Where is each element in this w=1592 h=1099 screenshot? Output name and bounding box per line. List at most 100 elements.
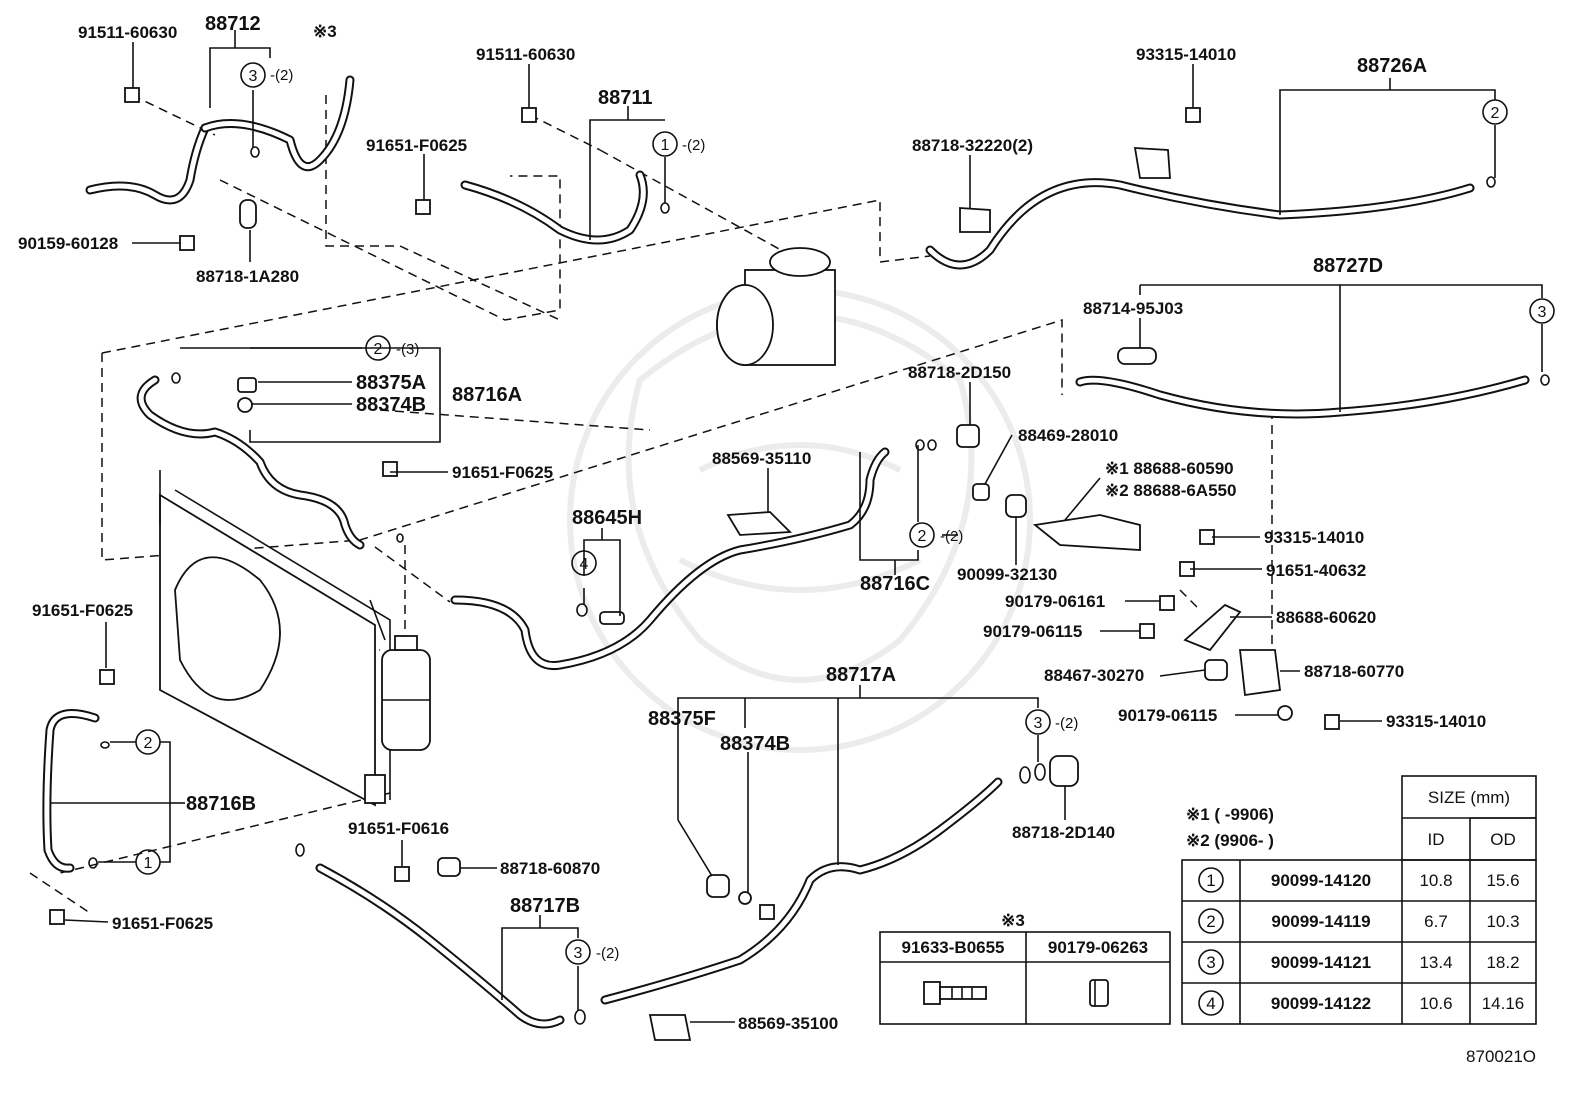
callout-3-88717B: 3: [565, 939, 591, 965]
label-91651-F0625-d: 91651-F0625: [112, 914, 213, 933]
label-88718-2D150: 88718-2D150: [908, 363, 1011, 382]
svg-text:13.4: 13.4: [1419, 953, 1452, 972]
svg-text:2: 2: [144, 735, 153, 752]
leader-lines: [50, 30, 1543, 1023]
label-91651-F0625-c: 91651-F0625: [32, 601, 133, 620]
callout-1-88716B: 1: [135, 849, 161, 875]
pipes: [42, 75, 1530, 1029]
label-note3-a: ※3: [313, 22, 337, 41]
svg-text:2: 2: [918, 528, 927, 545]
label-90179-06115-a: 90179-06115: [983, 622, 1082, 641]
label-88718-1A280: 88718-1A280: [196, 267, 299, 286]
note3-col1: 91633-B0655: [901, 938, 1004, 957]
part-labels: 91511-60630 88712 ※3 90159-60128 88718-1…: [18, 13, 1486, 1033]
label-88727D: 88727D: [1313, 255, 1383, 277]
svg-text:90099-14120: 90099-14120: [1271, 871, 1371, 890]
callout-3-88712: 3: [240, 62, 266, 88]
label-91651-F0625-a: 91651-F0625: [366, 136, 467, 155]
label-88718-32220: 88718-32220(2): [912, 136, 1033, 155]
svg-text:2: 2: [1491, 105, 1500, 122]
size-table-id-label: ID: [1428, 830, 1445, 849]
qty-88712: -(2): [270, 67, 293, 84]
svg-text:4: 4: [1206, 994, 1215, 1013]
callout-2-88716C: 2: [909, 522, 935, 548]
label-88645H: 88645H: [572, 507, 642, 529]
label-91511-60630-b: 91511-60630: [476, 45, 575, 64]
label-88375A: 88375A: [356, 372, 426, 394]
label-90179-06115-b: 90179-06115: [1118, 706, 1217, 725]
size-table-row: 1 90099-14120 10.8 15.6: [1198, 867, 1520, 893]
size-table-od-label: OD: [1490, 830, 1516, 849]
label-88711: 88711: [598, 87, 653, 109]
label-88374B-b: 88374B: [720, 733, 790, 755]
size-table-row: 3 90099-14121 13.4 18.2: [1198, 949, 1520, 975]
svg-text:1: 1: [144, 855, 153, 872]
label-88469-28010: 88469-28010: [1018, 426, 1118, 445]
svg-text:3: 3: [1206, 953, 1215, 972]
dashed-guide-lines: [29, 94, 1273, 914]
label-88718-60870: 88718-60870: [500, 859, 600, 878]
receiver-dryer: [364, 635, 431, 804]
label-90159-60128: 90159-60128: [18, 234, 118, 253]
label-88726A: 88726A: [1357, 55, 1427, 77]
label-91651-F0625-b: 91651-F0625: [452, 463, 553, 482]
svg-text:3: 3: [249, 68, 258, 85]
label-88718-2D140: 88718-2D140: [1012, 823, 1115, 842]
svg-text:3: 3: [1538, 304, 1547, 321]
label-88712: 88712: [205, 13, 261, 35]
svg-text:18.2: 18.2: [1486, 953, 1519, 972]
label-88569-35100: 88569-35100: [738, 1014, 838, 1033]
svg-text:2: 2: [374, 341, 383, 358]
label-88688-60590: ※1 88688-60590: [1105, 459, 1234, 478]
size-table-row: 2 90099-14119 6.7 10.3: [1198, 908, 1520, 934]
label-88716C: 88716C: [860, 573, 930, 595]
quantity-marks: -(2) -(2) -(3) -(2) -(2) -(2): [270, 67, 1078, 962]
label-88717B: 88717B: [510, 895, 580, 917]
qty-88716A: -(3): [396, 341, 419, 358]
footnotes: ※1 ( -9906) ※2 (9906- ): [1186, 805, 1274, 850]
size-table-row: 4 90099-14122 10.6 14.16: [1198, 990, 1525, 1016]
qty-88711: -(2): [682, 137, 705, 154]
label-90179-06161: 90179-06161: [1005, 592, 1105, 611]
label-88374B-a: 88374B: [356, 394, 426, 416]
svg-text:2: 2: [1206, 912, 1215, 931]
nut-icon: [1089, 979, 1109, 1007]
note3-box: ※3 91633-B0655 90179-06263: [879, 911, 1171, 1025]
label-88569-35110: 88569-35110: [712, 449, 811, 468]
label-88688-60620: 88688-60620: [1276, 608, 1376, 627]
label-88717A: 88717A: [826, 664, 896, 686]
label-88718-60770: 88718-60770: [1304, 662, 1404, 681]
drawing-number: 870021O: [1466, 1047, 1536, 1066]
label-88716B: 88716B: [186, 793, 256, 815]
svg-text:6.7: 6.7: [1424, 912, 1448, 931]
svg-text:15.6: 15.6: [1486, 871, 1519, 890]
label-90099-32130: 90099-32130: [957, 565, 1057, 584]
qty-88716C: -(2): [940, 528, 963, 545]
label-93315-14010-c: 93315-14010: [1386, 712, 1486, 731]
callout-3-88727D: 3: [1529, 298, 1555, 324]
note3-col2: 90179-06263: [1048, 938, 1148, 957]
svg-text:10.3: 10.3: [1486, 912, 1519, 931]
footnote-1: ※1 ( -9906): [1186, 805, 1274, 824]
label-88688-6A550: ※2 88688-6A550: [1105, 481, 1236, 500]
note3-title: ※3: [1001, 911, 1025, 930]
label-91511-60630-a: 91511-60630: [78, 23, 177, 42]
label-88716A: 88716A: [452, 384, 522, 406]
svg-text:10.6: 10.6: [1419, 994, 1452, 1013]
svg-text:3: 3: [574, 945, 583, 962]
label-88375F: 88375F: [648, 708, 716, 730]
callout-2-88716B: 2: [135, 729, 161, 755]
svg-text:10.8: 10.8: [1419, 871, 1452, 890]
footnote-2: ※2 (9906- ): [1186, 831, 1274, 850]
o-rings: [88, 146, 1550, 1025]
size-table: SIZE (mm) ID OD 1 90099-14120 10.8 15.6 …: [1181, 775, 1537, 1025]
label-91651-40632: 91651-40632: [1266, 561, 1366, 580]
callout-2-88716A: 2: [365, 335, 391, 361]
callout-3-88717A: 3: [1025, 709, 1051, 735]
svg-text:3: 3: [1034, 715, 1043, 732]
svg-text:14.16: 14.16: [1482, 994, 1525, 1013]
label-91651-F0616: 91651-F0616: [348, 819, 449, 838]
callout-circles: 3 1 2 3 2 4 2 2 1 3 3: [135, 62, 1555, 965]
qty-88717A: -(2): [1055, 715, 1078, 732]
condenser: [159, 470, 391, 807]
